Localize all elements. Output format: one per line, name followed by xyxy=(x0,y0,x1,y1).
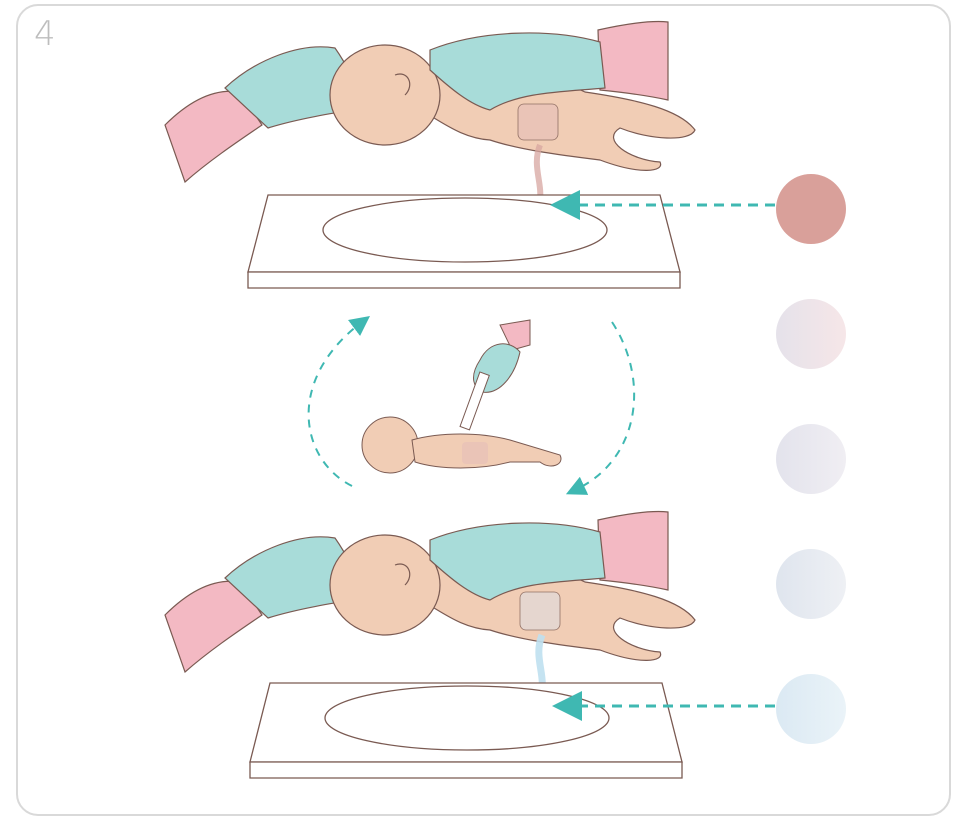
fluid-reservoir-bottom xyxy=(520,592,560,630)
manikin-head-top xyxy=(330,45,440,145)
rotate-arrow-right xyxy=(575,322,634,490)
fluid-reservoir-top xyxy=(518,104,558,140)
lying-reservoir xyxy=(462,442,488,464)
lying-head xyxy=(362,417,418,473)
tray-bottom-edge xyxy=(250,762,682,778)
tray-top xyxy=(248,195,680,272)
color-swatch-5 xyxy=(776,674,846,744)
rotate-arrow-left xyxy=(309,322,362,486)
tray-bottom-illustration xyxy=(250,683,682,778)
color-swatch-column xyxy=(776,174,846,744)
tray-top-illustration xyxy=(248,195,680,288)
color-swatch-3 xyxy=(776,424,846,494)
color-swatch-1 xyxy=(776,174,846,244)
color-swatch-4 xyxy=(776,549,846,619)
syringe-injection-group xyxy=(460,320,530,430)
tray-top-edge xyxy=(248,272,680,288)
right-sleeve-bottom xyxy=(598,511,668,590)
color-swatch-2 xyxy=(776,299,846,369)
right-sleeve-top xyxy=(598,21,668,100)
manikin-head-bottom xyxy=(330,535,440,635)
